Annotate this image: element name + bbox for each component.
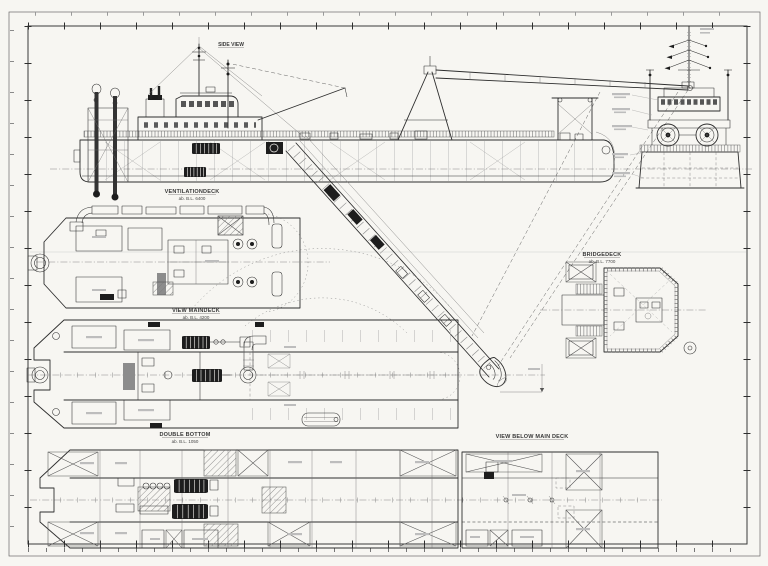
below-main-deck-label: VIEW BELOW MAIN DECK xyxy=(496,434,569,440)
bridgedeck-plan xyxy=(540,262,706,358)
piping-run xyxy=(69,205,275,232)
vent-fans xyxy=(232,238,258,288)
bulwark-rail xyxy=(83,130,555,138)
main-deck-plan xyxy=(26,319,545,429)
bridgedeck-label: BRIDGEDECK xyxy=(583,252,622,258)
double-bottom-plan xyxy=(30,450,662,548)
double-bottom-elevation: ab. B.L. 1050 xyxy=(172,439,199,444)
ladder-boom xyxy=(435,69,693,367)
engine-double-bottom xyxy=(172,504,208,519)
wheelhouse xyxy=(603,267,679,353)
derrick-boom xyxy=(231,63,348,121)
side-view-label: SIDE VIEW xyxy=(218,42,244,48)
bow-gantry xyxy=(551,97,615,165)
engine-silhouette xyxy=(192,143,220,154)
light-mast xyxy=(221,59,235,129)
bow-kingposts xyxy=(646,69,732,121)
bow-view-callouts xyxy=(612,28,714,179)
cutter-head xyxy=(479,357,507,387)
engine-double-bottom xyxy=(174,479,208,493)
boat-plan xyxy=(301,412,341,427)
view-titles: SIDE VIEW VENTILATIONDECK ab. B.L. 6400 … xyxy=(159,42,621,444)
depth-dimension xyxy=(500,364,545,393)
bow-view xyxy=(612,25,745,189)
dredge-pump-discharge xyxy=(239,335,456,384)
side-elevation-view xyxy=(50,37,752,393)
cutter-ladder xyxy=(285,135,500,378)
ventilation-deck-plan xyxy=(27,205,330,309)
double-bottom-label: DOUBLE BOTTOM xyxy=(159,432,210,438)
ventilation-deck-label: VENTILATIONDECK xyxy=(165,189,220,195)
below-main-deck-plan xyxy=(462,452,659,548)
bridgedeck-elevation: ab. B.L. 7700 xyxy=(589,259,616,264)
hull-profile xyxy=(79,139,615,183)
bridge-console xyxy=(635,297,663,323)
superstructure xyxy=(137,86,263,141)
spud-assembly xyxy=(87,83,129,201)
swing-arcs xyxy=(191,213,461,401)
main-deck-elevation: ab. B.L. 4200 xyxy=(183,315,210,320)
deck-winch xyxy=(266,142,283,154)
bridge xyxy=(175,95,239,118)
main-mast xyxy=(147,37,306,139)
engine-silhouette xyxy=(184,167,206,177)
main-engine-plan xyxy=(192,369,222,382)
bow-mast xyxy=(664,25,712,89)
ventilation-deck-elevation: ab. B.L. 6400 xyxy=(179,196,206,201)
main-deck-label: VIEW MAINDECK xyxy=(172,308,220,314)
main-engine-plan xyxy=(182,336,210,349)
